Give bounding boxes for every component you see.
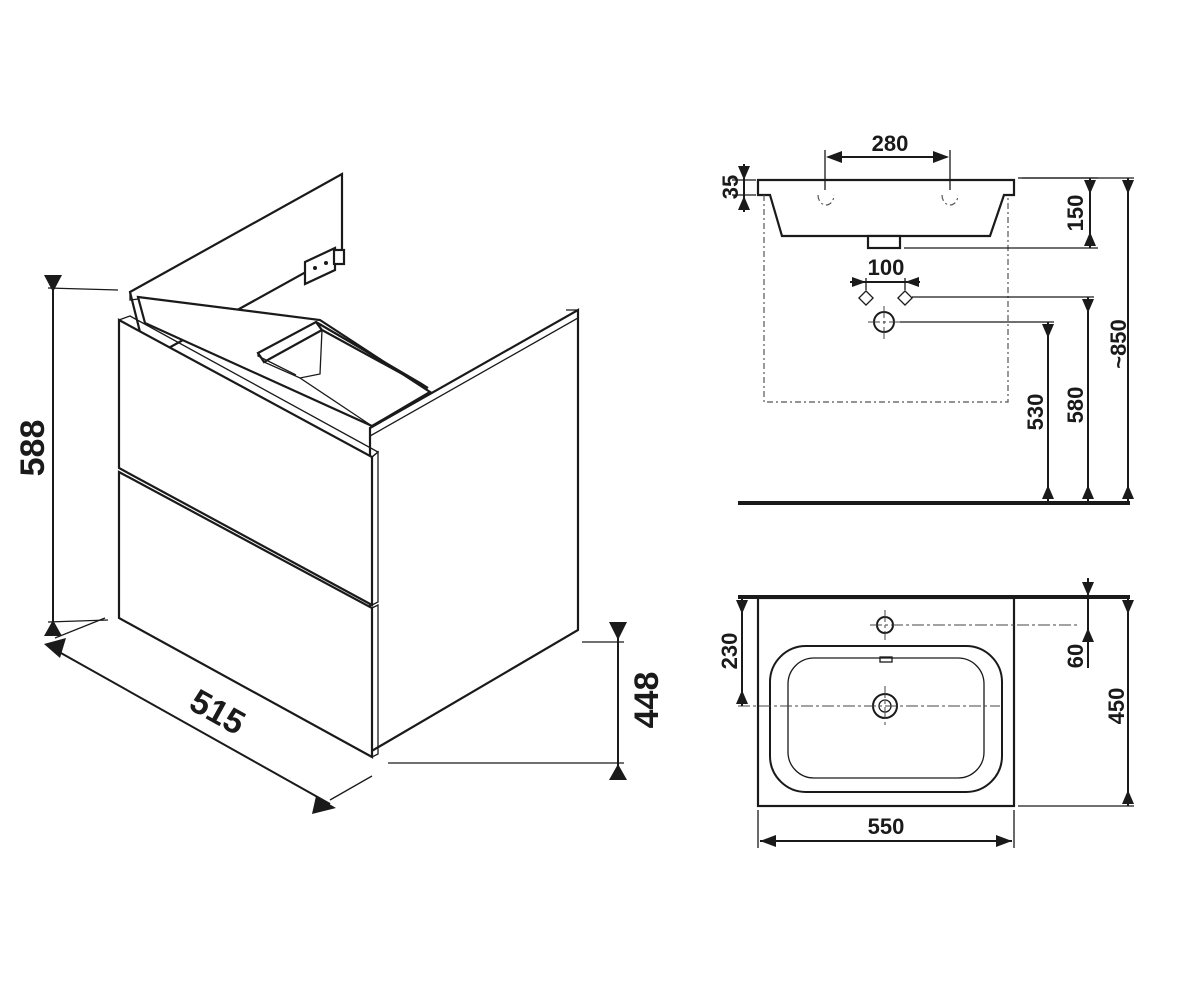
dim-label-588: 588 xyxy=(14,420,52,477)
wall-bracket-icon xyxy=(303,246,346,286)
basin-section xyxy=(756,178,1016,238)
dim-label-100: 100 xyxy=(868,255,905,280)
basin-bowl-inner xyxy=(787,657,985,779)
cabinet-hidden-outline xyxy=(763,195,1009,403)
dim-tap-offset: 60 xyxy=(1063,578,1094,668)
dim-rim-thickness: 35 xyxy=(718,164,756,212)
dim-basin-width: 550 xyxy=(757,810,1015,848)
dim-cabinet-height: 588 xyxy=(14,275,119,636)
dim-label-850: ~850 xyxy=(1106,319,1131,369)
waste-connector-icon xyxy=(858,290,913,340)
cabinet-top-rail xyxy=(136,295,433,428)
dim-basin-depth: 450 xyxy=(1018,598,1134,807)
dim-label-530: 530 xyxy=(1023,394,1048,431)
dim-waste-spacing: 100 xyxy=(850,255,920,290)
dim-cabinet-front-height: 448 xyxy=(388,622,666,780)
dim-bowl-depth: 150 xyxy=(904,177,1098,249)
dim-label-280: 280 xyxy=(872,131,909,156)
dim-waste-height-upper: 580 xyxy=(912,296,1094,501)
dim-label-580: 580 xyxy=(1063,387,1088,424)
dim-label-515: 515 xyxy=(183,682,251,743)
tap-hole-icon xyxy=(870,610,1080,640)
dim-waste-height-lower: 530 xyxy=(900,321,1054,501)
basin-side-view: 280 35 150 ~850 xyxy=(718,131,1134,505)
basin-outline xyxy=(756,596,1016,808)
dim-label-60: 60 xyxy=(1063,644,1088,668)
dim-label-450: 450 xyxy=(1104,688,1129,725)
basin-top-view: 230 60 450 550 xyxy=(717,578,1134,848)
dim-label-550: 550 xyxy=(868,814,905,839)
dim-tap-spacing: 280 xyxy=(824,131,951,190)
dim-overall-height: ~850 xyxy=(1022,177,1134,501)
basin-bowl-outer xyxy=(769,645,1003,793)
dim-label-230: 230 xyxy=(717,633,742,670)
dim-label-448: 448 xyxy=(628,672,666,729)
cabinet-drawing: 588 515 448 xyxy=(14,172,666,814)
dim-label-150: 150 xyxy=(1063,195,1088,232)
dim-label-35: 35 xyxy=(718,175,743,199)
dim-drain-offset: 230 xyxy=(717,598,748,706)
drain-icon xyxy=(738,686,1000,726)
